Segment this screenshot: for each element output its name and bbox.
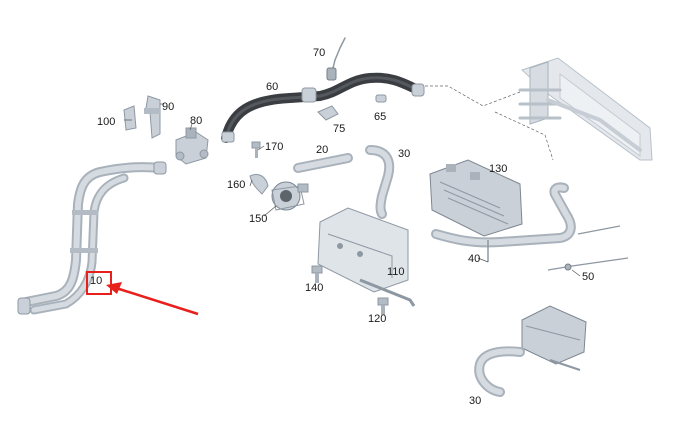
cooler-part[interactable]	[521, 305, 587, 371]
part-120-bolt[interactable]	[377, 297, 389, 315]
label-30-lower[interactable]: 30	[469, 395, 481, 407]
label-50[interactable]: 50	[582, 271, 594, 283]
label-110[interactable]: 110	[387, 266, 405, 278]
label-60[interactable]: 60	[266, 81, 278, 93]
part-110-bracket[interactable]	[317, 207, 416, 307]
part-130-unit[interactable]	[429, 159, 523, 237]
label-70[interactable]: 70	[313, 47, 325, 59]
part-150-pump[interactable]	[271, 181, 309, 211]
part-140-bolt[interactable]	[311, 265, 323, 283]
label-150[interactable]: 150	[249, 213, 267, 225]
radiator-part[interactable]	[518, 57, 653, 161]
part-160-clip[interactable]	[249, 173, 269, 195]
label-75[interactable]: 75	[333, 123, 345, 135]
part-90-bracket[interactable]	[144, 95, 161, 139]
part-70-sensor[interactable]	[326, 37, 346, 81]
assembly-lines	[425, 85, 554, 161]
highlight-box	[86, 271, 112, 295]
label-30-upper[interactable]: 30	[398, 148, 410, 160]
label-80[interactable]: 80	[190, 115, 202, 127]
part-65-fitting[interactable]	[375, 94, 387, 103]
label-130[interactable]: 130	[489, 163, 507, 175]
part-30-hose-upper[interactable]	[365, 145, 395, 219]
part-20-hose[interactable]	[293, 153, 353, 173]
part-60-hose[interactable]	[221, 72, 425, 143]
label-170[interactable]: 170	[265, 141, 283, 153]
label-120[interactable]: 120	[368, 313, 386, 325]
part-80-valve[interactable]	[175, 127, 209, 165]
part-50-lead[interactable]	[547, 257, 629, 271]
part-100-bracket[interactable]	[123, 105, 137, 131]
label-40[interactable]: 40	[468, 253, 480, 265]
label-140[interactable]: 140	[305, 282, 323, 294]
part-30-hose-lower[interactable]	[474, 346, 525, 397]
label-65[interactable]: 65	[374, 111, 386, 123]
label-10[interactable]: 10	[90, 275, 102, 287]
leader-lines	[124, 103, 581, 277]
label-90[interactable]: 90	[162, 101, 174, 113]
part-75-connector[interactable]	[317, 105, 339, 121]
label-20[interactable]: 20	[316, 144, 328, 156]
red-arrow-icon	[106, 282, 199, 316]
label-160[interactable]: 160	[227, 179, 245, 191]
label-100[interactable]: 100	[97, 116, 115, 128]
part-40-hose[interactable]	[431, 182, 621, 262]
part-170-bolt[interactable]	[251, 141, 261, 158]
part-10-hose-assembly[interactable]	[17, 161, 167, 315]
